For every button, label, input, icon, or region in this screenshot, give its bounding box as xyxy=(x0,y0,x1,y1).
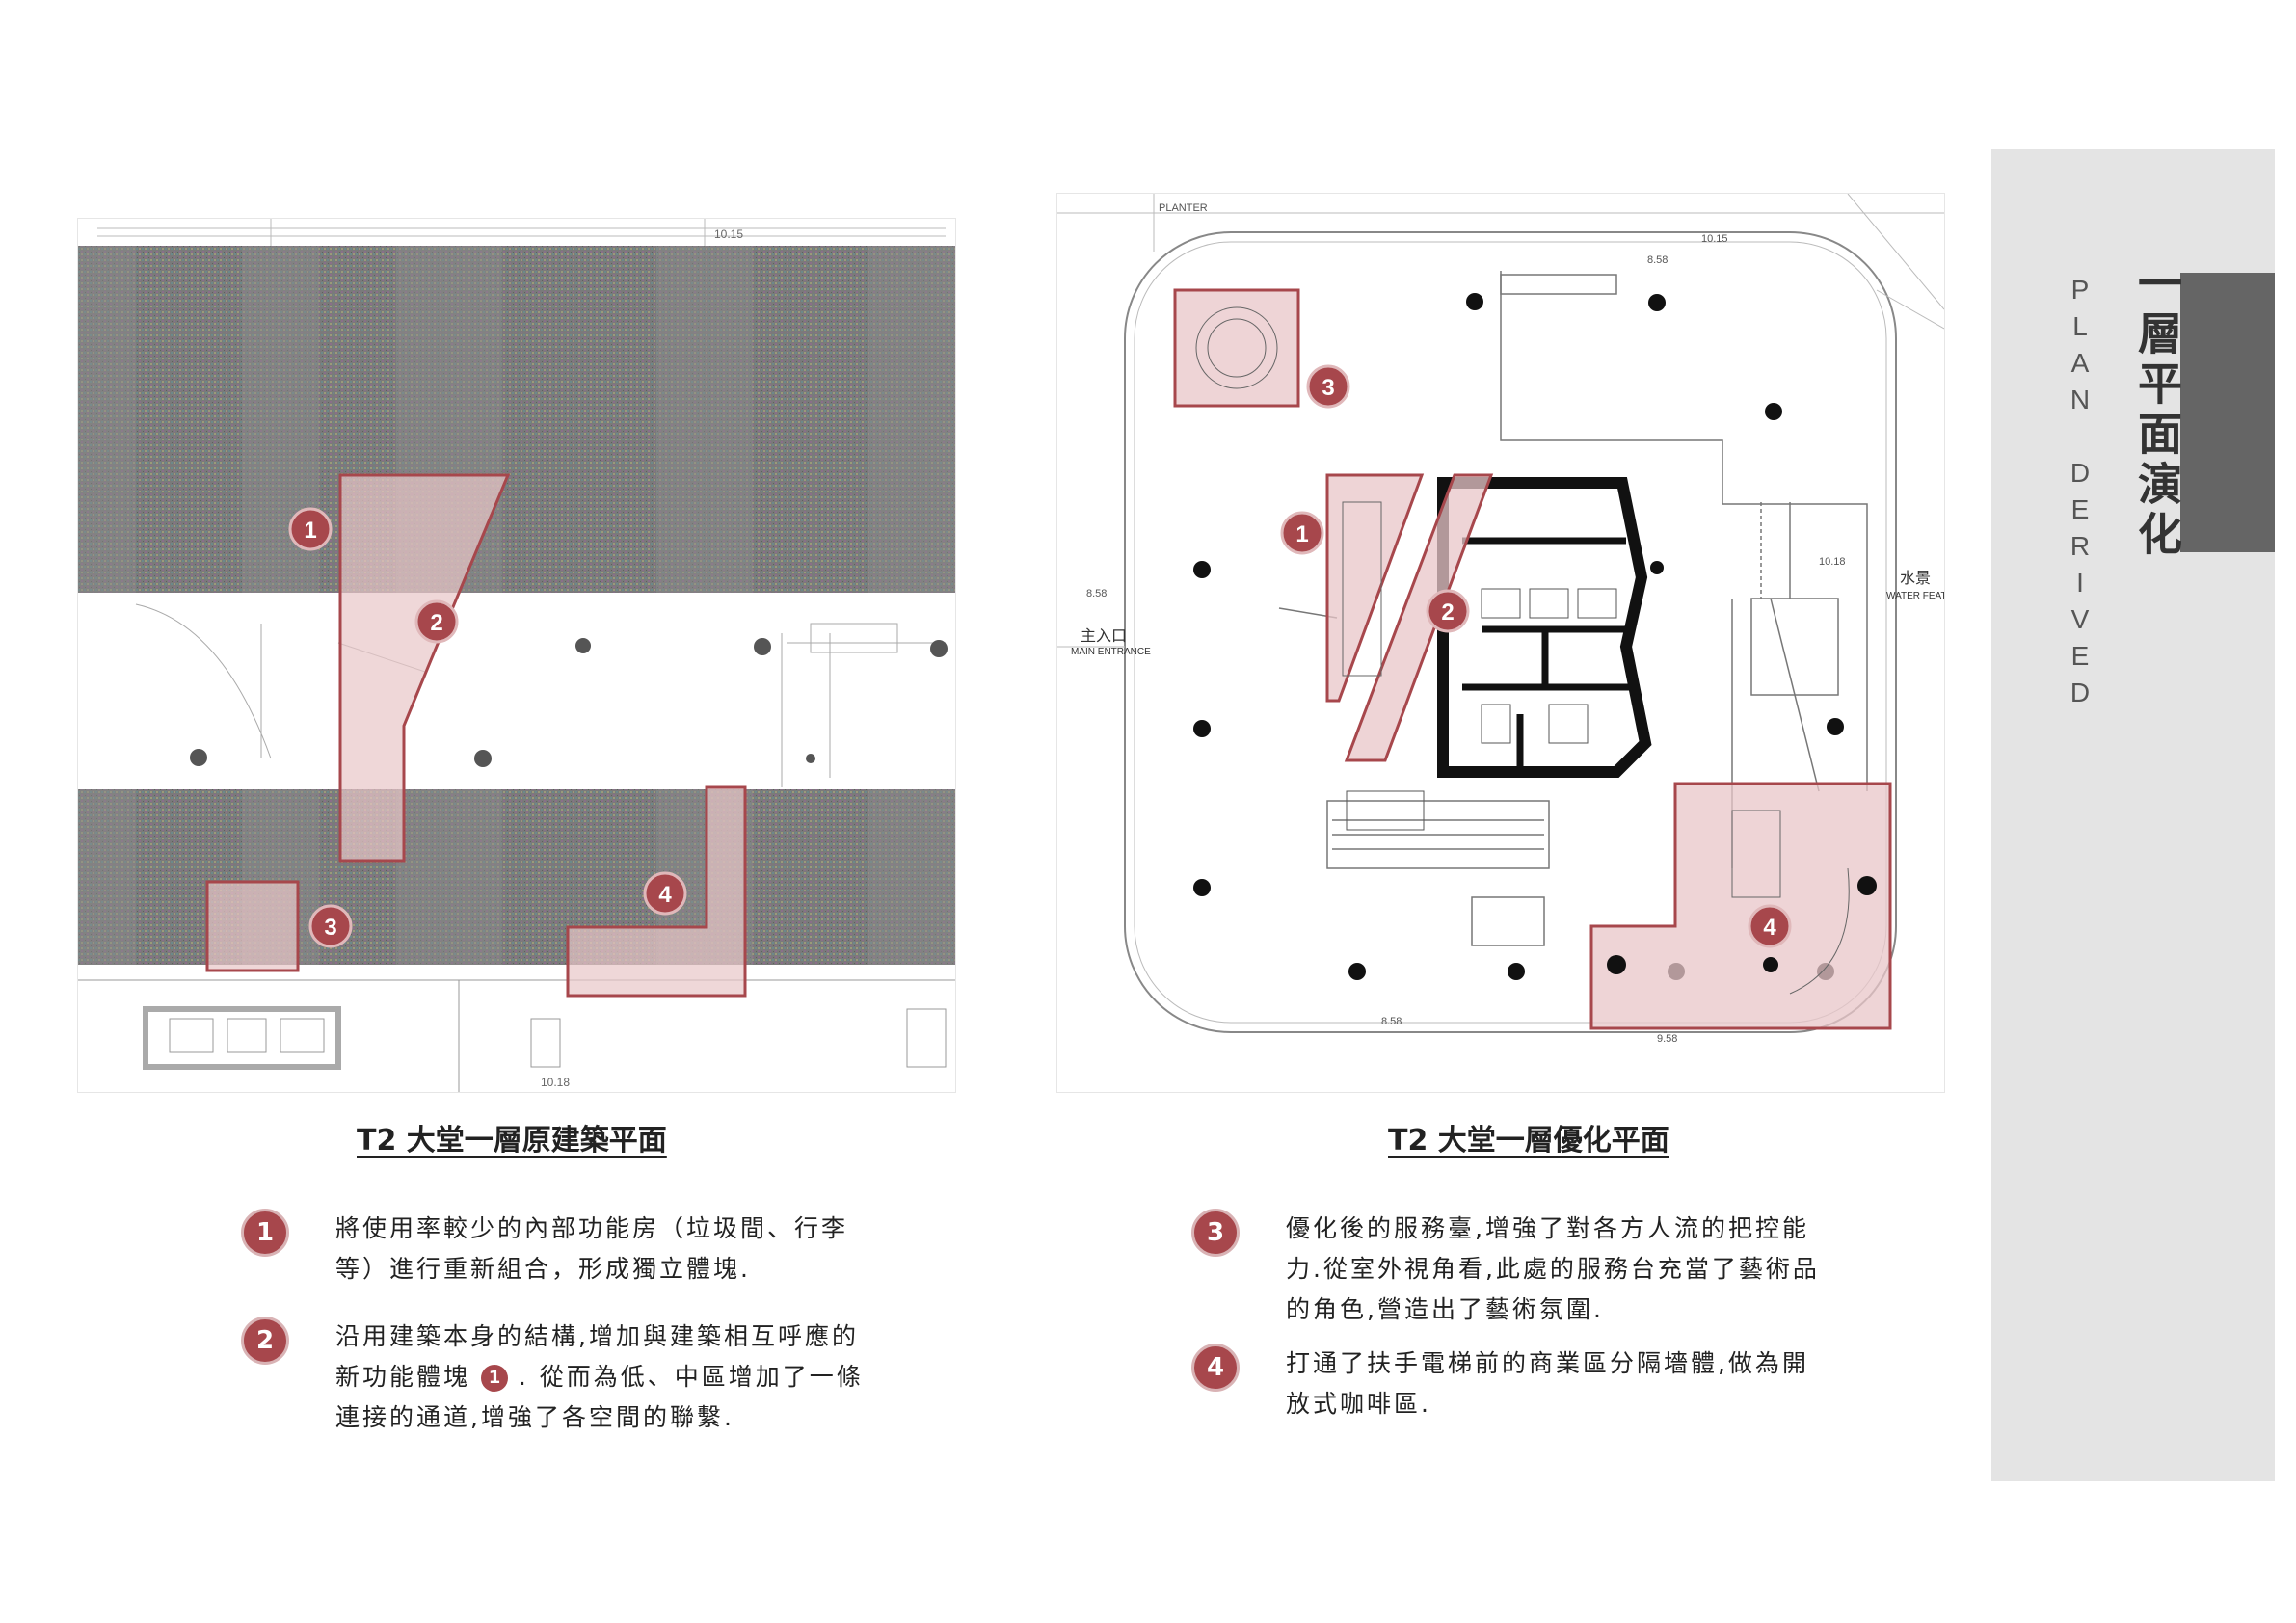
svg-text:3: 3 xyxy=(324,915,336,941)
upper-hatched-band xyxy=(78,246,955,593)
note-badge: 3 xyxy=(1191,1209,1240,1257)
note-text: 將使用率較少的內部功能房（垃圾間、行李等）進行重新組合，形成獨立體塊. xyxy=(335,1214,849,1283)
optimized-plan-caption: T2 大堂一層優化平面 xyxy=(1388,1124,1669,1157)
highlight-zones xyxy=(1173,288,1892,1030)
marker-3: 3 xyxy=(308,904,353,948)
highlight-zone-2 xyxy=(1344,473,1494,762)
dim-6: 9.58 xyxy=(1657,1033,1677,1045)
marker-4: 4 xyxy=(643,871,687,916)
svg-text:3: 3 xyxy=(1322,375,1334,401)
label-water-feature-en: WATER FEATURE xyxy=(1886,591,1944,601)
side-accent-bar xyxy=(2180,273,2275,552)
original-plan-drawing: 10.15 xyxy=(78,219,955,1092)
cafe-tables xyxy=(1607,876,1877,974)
svg-text:4: 4 xyxy=(1763,915,1776,941)
optimized-plan-drawing: PLANTER 10.15 8.58 10.18 8.58 8.58 9.58 … xyxy=(1057,194,1944,1045)
highlight-zone-4 xyxy=(566,785,747,998)
original-plan-caption: T2 大堂一層原建築平面 xyxy=(357,1124,667,1157)
highlight-zone-4 xyxy=(1589,782,1892,1030)
optimized-floor-plan: PLANTER 10.15 8.58 10.18 8.58 8.58 9.58 … xyxy=(1056,193,1945,1093)
marker-1: 1 xyxy=(1280,511,1324,555)
highlight-zone-1-2 xyxy=(338,473,511,863)
dim-1: 10.15 xyxy=(1701,233,1728,245)
middle-linework xyxy=(135,603,946,787)
side-title: 一層平面演化 xyxy=(2131,260,2183,561)
original-floor-plan: 10.15 xyxy=(77,218,956,1093)
marker-2: 2 xyxy=(1426,589,1470,633)
plan-markers: 1 2 3 4 xyxy=(288,507,687,948)
svg-text:2: 2 xyxy=(1441,599,1454,625)
top-linework xyxy=(97,219,946,246)
highlight-zone-1 xyxy=(1325,473,1425,703)
bottom-linework xyxy=(78,979,955,1092)
svg-text:4: 4 xyxy=(658,882,672,908)
note-text-part-1: 沿用建築本身的結構,增加與建築相互呼應的新功能體塊 xyxy=(335,1322,859,1391)
note-text: 優化後的服務臺,增強了對各方人流的把控能力.從室外視角看,此處的服務台充當了藝術… xyxy=(1286,1214,1820,1323)
note-badge: 1 xyxy=(241,1209,289,1257)
highlight-zone-3 xyxy=(205,880,300,972)
svg-text:1: 1 xyxy=(304,518,316,544)
dim-4: 8.58 xyxy=(1086,588,1107,599)
note-text: 沿用建築本身的結構,增加與建築相互呼應的新功能體塊 1 . 從而為低、中區增加了… xyxy=(335,1317,875,1438)
label-main-entrance-cn: 主入口 xyxy=(1081,627,1127,645)
label-planter: PLANTER xyxy=(1159,202,1208,214)
building-outline xyxy=(1124,231,1897,1033)
highlight-zone-3 xyxy=(1173,288,1300,408)
plan-markers: 3 1 2 4 xyxy=(1280,364,1792,948)
marker-1: 1 xyxy=(288,507,333,551)
note-text-part-2: . 從而為低、中區增加了一條連接的通道,增強了各空間的聯繫. xyxy=(335,1363,864,1431)
highlight-zones xyxy=(205,473,747,998)
site-linework xyxy=(1057,194,1944,648)
dim-bottom: 10.18 xyxy=(541,1076,570,1089)
marker-2: 2 xyxy=(414,599,459,644)
note-badge: 2 xyxy=(241,1317,289,1365)
note-badge: 4 xyxy=(1191,1344,1240,1392)
marker-3: 3 xyxy=(1306,364,1350,409)
note-text: 打通了扶手電梯前的商業區分隔墻體,做為開放式咖啡區. xyxy=(1286,1349,1809,1418)
dim-top: 10.15 xyxy=(714,227,743,241)
dim-5: 8.58 xyxy=(1381,1016,1402,1027)
marker-4: 4 xyxy=(1748,904,1792,948)
label-water-feature-cn: 水景 xyxy=(1900,570,1931,587)
inline-badge: 1 xyxy=(480,1365,508,1392)
svg-text:1: 1 xyxy=(1295,521,1308,547)
svg-text:2: 2 xyxy=(430,610,442,636)
zone-details xyxy=(1195,306,1850,995)
dim-2: 8.58 xyxy=(1647,254,1668,266)
label-main-entrance-en: MAIN ENTRANCE xyxy=(1071,647,1151,657)
side-subtitle: P L A N D E R I V E D xyxy=(2069,275,2091,707)
dim-3: 10.18 xyxy=(1819,556,1846,568)
building-outline-inner xyxy=(1134,241,1887,1024)
middle-columns xyxy=(190,638,948,767)
